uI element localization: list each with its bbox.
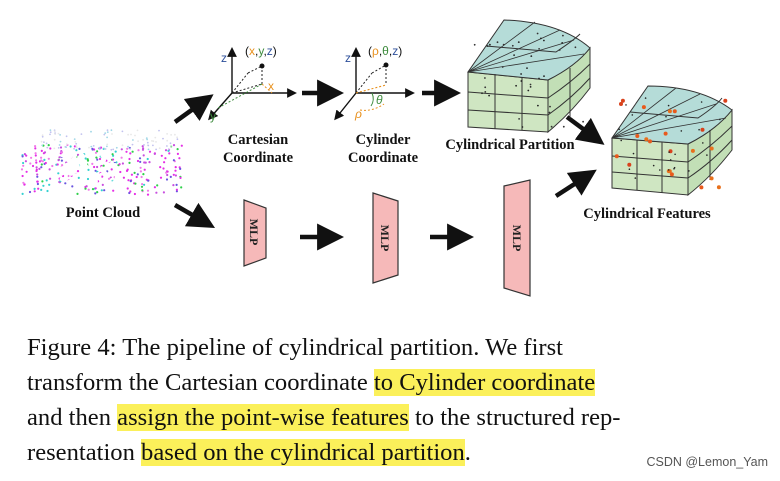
mlp-block-2: MLP — [372, 192, 399, 284]
highlight-features: assign the point-wise features — [117, 404, 409, 431]
cylindrical-features-image — [611, 85, 733, 197]
cartesian-axis-x-label: x — [268, 79, 274, 93]
point-cloud-image — [20, 129, 183, 196]
cylinder-label-line2: Coordinate — [348, 150, 419, 166]
cylinder-axis-z-label: z — [345, 51, 351, 65]
highlight-cylinder: to Cylinder coordinate — [373, 369, 596, 396]
mlp-label-1: MLP — [247, 219, 261, 246]
cylinder-axis-rho-label: ρ — [354, 107, 362, 121]
caption-line-1: Figure 4: The pipeline of cylindrical pa… — [27, 334, 563, 361]
arrow-cloud-to-mlp — [173, 202, 216, 229]
cylinder-axis-theta-label: θ — [376, 93, 383, 107]
cylinder-point-label: (ρ,θ,z) — [368, 44, 402, 58]
cartesian-label-line1: Cartesian — [228, 132, 288, 148]
cartesian-axes — [208, 47, 297, 121]
mlp-block-1: MLP — [243, 199, 267, 267]
arrow-cloud-to-cartesian — [173, 94, 214, 124]
cartesian-point-label: (x,y,z) — [245, 44, 277, 58]
cartesian-axis-y-label: y — [210, 109, 216, 123]
cylindrical-partition-label: Cylindrical Partition — [445, 137, 574, 153]
cylinder-point — [383, 62, 389, 68]
arrow-mlp3-to-features — [554, 169, 597, 198]
cartesian-label-line2: Coordinate — [223, 150, 294, 166]
mlp-block-3: MLP — [503, 179, 531, 297]
highlight-partition: based on the cylindrical partition — [141, 439, 465, 466]
figure-caption: Figure 4: The pipeline of cylindrical pa… — [27, 330, 757, 470]
caption-line-3: and then assign the point-wise features … — [27, 404, 621, 431]
cylinder-label-line1: Cylinder — [356, 132, 411, 148]
caption-line-2: transform the Cartesian coordinate to Cy… — [27, 369, 596, 396]
mlp-label-3: MLP — [510, 225, 524, 252]
mlp-label-2: MLP — [378, 225, 392, 252]
cylinder-axes — [334, 47, 415, 121]
cartesian-point — [259, 63, 265, 69]
cylindrical-features-label: Cylindrical Features — [583, 206, 711, 222]
arrow-partition-to-features — [565, 115, 605, 145]
cartesian-axis-z-label: z — [221, 51, 227, 65]
cylindrical-partition-image — [467, 19, 591, 134]
caption-line-4: resentation based on the cylindrical par… — [27, 439, 471, 466]
point-cloud-label: Point Cloud — [66, 205, 141, 221]
pipeline-diagram: Point Cloud z x y (x,y,z) Cartesian Coor… — [20, 19, 733, 297]
flow-arrows — [173, 79, 605, 251]
watermark: CSDN @Lemon_Yam — [646, 455, 768, 469]
